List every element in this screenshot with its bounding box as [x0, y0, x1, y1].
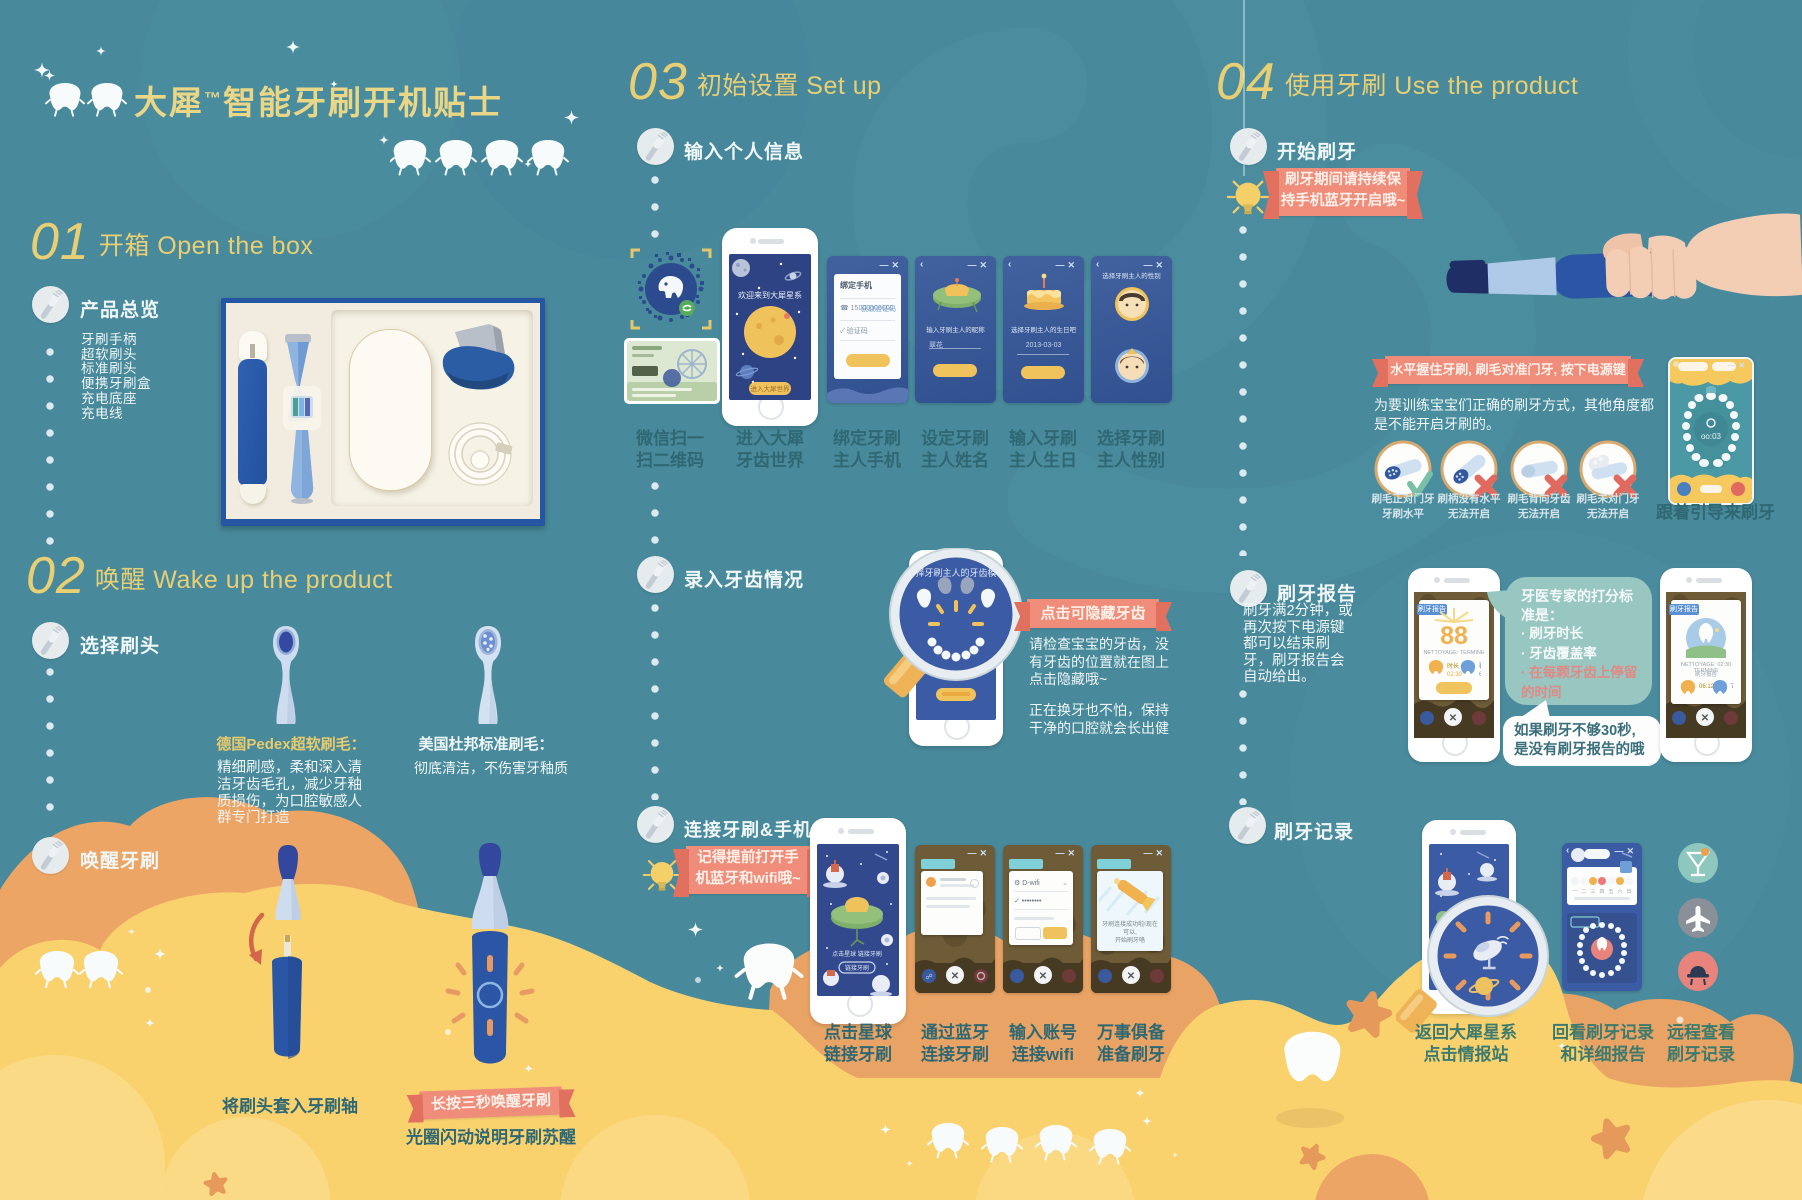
svg-text:日: 日: [1626, 889, 1631, 895]
svg-text:oo:03: oo:03: [1701, 432, 1722, 441]
svg-text:择牙刷主人的牙齿模: 择牙刷主人的牙齿模: [915, 567, 996, 578]
svg-text:✕: ✕: [1127, 971, 1135, 982]
svg-text:一: 一: [1572, 889, 1577, 895]
svg-text:✕: ✕: [951, 971, 959, 982]
svg-text:时长: 时长: [1447, 662, 1459, 670]
svg-text:88: 88: [1440, 622, 1468, 648]
svg-text:四: 四: [1599, 889, 1604, 895]
svg-text:✕: ✕: [1039, 971, 1047, 982]
svg-text:02:30: 02:30: [1447, 672, 1463, 678]
svg-text:78%: 78%: [1731, 684, 1733, 690]
svg-text:☍: ☍: [925, 973, 932, 981]
svg-text:六: 六: [1617, 888, 1622, 895]
svg-text:06:12: 06:12: [1699, 684, 1715, 690]
svg-text:五: 五: [1608, 889, 1613, 895]
svg-text:✕: ✕: [1449, 713, 1457, 724]
svg-text:进入大犀世界: 进入大犀世界: [751, 384, 791, 393]
svg-text:62%: 62%: [1479, 672, 1481, 678]
svg-text:✕: ✕: [1701, 713, 1709, 724]
svg-text:二: 二: [1581, 889, 1586, 895]
svg-text:欢迎来到大犀星系: 欢迎来到大犀星系: [738, 290, 802, 300]
svg-text:点击星球 链接牙刷: 点击星球 链接牙刷: [832, 950, 882, 958]
svg-text:链接牙刷: 链接牙刷: [845, 964, 869, 972]
svg-text:三: 三: [1590, 889, 1595, 895]
svg-text:覆盖: 覆盖: [1479, 662, 1481, 670]
